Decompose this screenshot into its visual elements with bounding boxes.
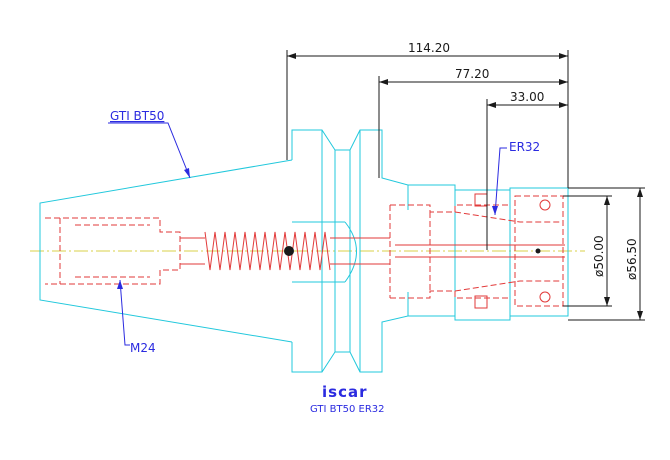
dim-length-overall: 114.20 bbox=[408, 41, 450, 55]
leader-lines bbox=[108, 122, 507, 346]
dim-diameter-outer: ø56.50 bbox=[625, 238, 639, 280]
dim-length-nut: 33.00 bbox=[510, 90, 544, 104]
center-marker-thread bbox=[284, 246, 294, 256]
label-collet: ER32 bbox=[509, 140, 540, 154]
dim-length-mid: 77.20 bbox=[455, 67, 489, 81]
drawing-caption: GTI BT50 ER32 bbox=[310, 404, 385, 415]
dimension-lines bbox=[286, 50, 645, 321]
label-taper: GTI BT50 bbox=[110, 109, 164, 123]
dim-diameter-inner: ø50.00 bbox=[592, 235, 606, 277]
label-thread: M24 bbox=[130, 341, 156, 355]
internal-parts bbox=[45, 193, 565, 309]
center-marker-collet bbox=[535, 248, 541, 254]
brand-logo: iscar bbox=[322, 383, 367, 401]
